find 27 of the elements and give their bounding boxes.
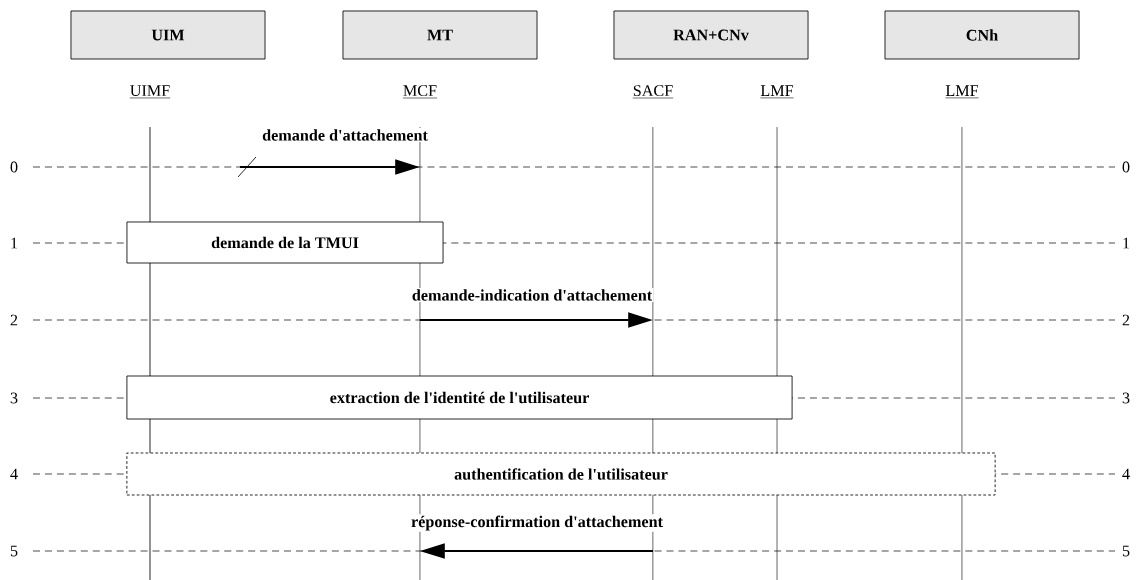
function-label: LMF	[945, 85, 979, 99]
row-number: 5	[10, 545, 18, 557]
row-number: 1	[11, 237, 18, 249]
row-number: 1	[1123, 237, 1130, 249]
row-number: 0	[10, 161, 18, 173]
message-label: demande-indication d'attachement	[410, 287, 654, 303]
message-label: demande d'attachement	[260, 127, 430, 143]
row-number: 4	[10, 468, 18, 480]
function-label: MCF	[402, 85, 438, 99]
message-label: réponse-confirmation d'attachement	[409, 514, 665, 532]
function-label: SACF	[632, 85, 674, 99]
row-number: 3	[10, 392, 18, 404]
row-number: 2	[10, 314, 18, 326]
entity-box: UIM	[70, 10, 266, 60]
process-box: authentification de l'utilisateur	[126, 452, 996, 496]
row-number: 2	[1122, 314, 1130, 326]
process-box: demande de la TMUI	[126, 221, 444, 264]
row-number: 5	[1122, 545, 1130, 557]
function-label: LMF	[760, 85, 794, 99]
row-number: 3	[1122, 392, 1130, 404]
entity-box: MT	[342, 10, 538, 60]
entity-box: RAN+CNv	[613, 10, 809, 60]
row-number: 0	[1122, 161, 1130, 173]
function-label: UIMF	[129, 85, 171, 99]
process-box: extraction de l'identité de l'utilisateur	[126, 375, 793, 420]
entity-box: CNh	[884, 10, 1080, 60]
row-number: 4	[1122, 468, 1130, 480]
